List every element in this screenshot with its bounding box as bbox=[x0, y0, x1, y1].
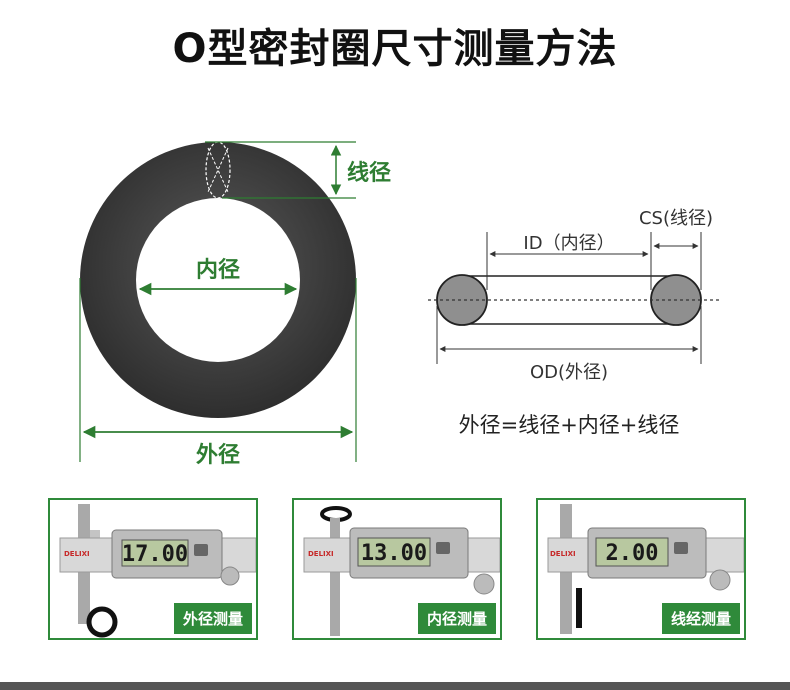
photo-caption: 内径测量 bbox=[417, 603, 496, 634]
bottom-divider bbox=[0, 682, 790, 690]
o-ring-hole bbox=[136, 198, 300, 362]
brand-text: DELIXI bbox=[308, 550, 334, 558]
photo-caption: 外径测量 bbox=[173, 603, 252, 634]
xs-id-label: ID（内径） bbox=[523, 233, 614, 254]
formula-text: 外径=线径+内径+线径 bbox=[459, 413, 680, 437]
page-title: O型密封圈尺寸测量方法 bbox=[172, 26, 618, 72]
cs-dimension: 线径 bbox=[205, 141, 391, 199]
brand-text: DELIXI bbox=[64, 550, 90, 558]
cs-label: 线径 bbox=[347, 160, 391, 186]
cross-section-diagram: ID（内径） CS(线径) OD(外径) bbox=[428, 208, 722, 383]
od-label: 外径 bbox=[196, 442, 240, 468]
photo-caption: 线经测量 bbox=[661, 603, 740, 634]
caliper-illustration: 13.00 DELIXI bbox=[294, 500, 500, 638]
brand-text: DELIXI bbox=[550, 550, 576, 558]
caliper-display: 17.00 bbox=[122, 542, 188, 567]
id-label: 内径 bbox=[196, 257, 240, 283]
xs-od-label: OD(外径) bbox=[530, 362, 608, 383]
caliper-display: 2.00 bbox=[606, 541, 659, 566]
xs-cs-label: CS(线径) bbox=[639, 208, 713, 229]
id-dimension: 内径 bbox=[138, 257, 298, 296]
photo-id-measurement: 13.00 DELIXI 内径测量 bbox=[292, 498, 502, 640]
o-ring-sample bbox=[86, 606, 118, 638]
section-circle-left bbox=[436, 274, 488, 326]
o-ring-illustration bbox=[80, 141, 356, 418]
diagram-canvas: 线径 内径 外径 ID（内径） CS(线径) OD(外径) 外径=线径+内径+线… bbox=[79, 141, 722, 468]
od-dimension: 外径 bbox=[79, 278, 357, 468]
o-ring-sample bbox=[576, 588, 582, 628]
caliper-display: 13.00 bbox=[361, 541, 427, 566]
photo-cs-measurement: 2.00 DELIXI 线经测量 bbox=[536, 498, 746, 640]
photo-od-measurement: 17.00 DELIXI 外径测量 bbox=[48, 498, 258, 640]
